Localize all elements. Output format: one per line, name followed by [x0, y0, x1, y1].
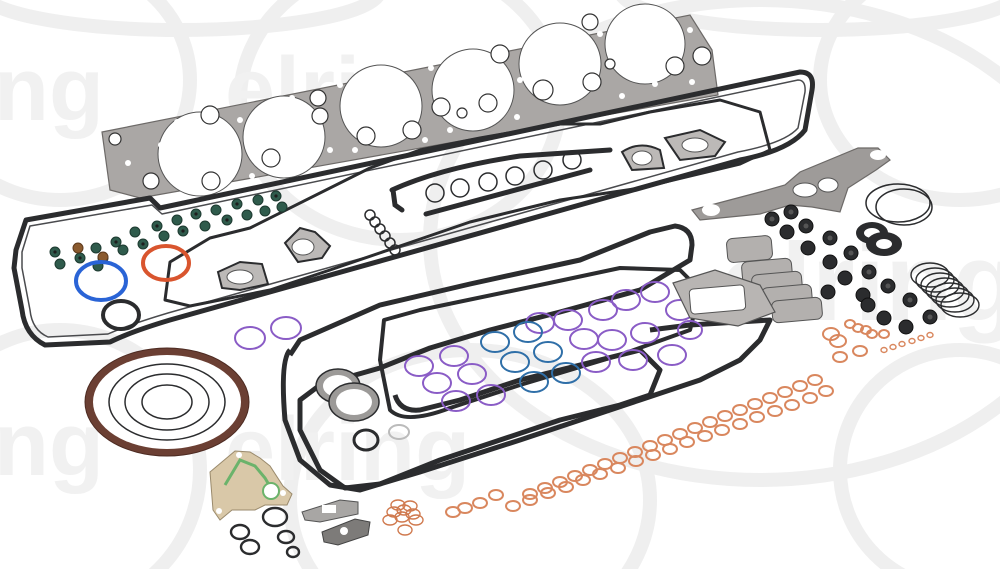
turbo-gasket [672, 269, 776, 327]
rubber-rails [389, 147, 613, 217]
turbo-oil-gaskets [301, 499, 371, 546]
injector-o-rings-blue [480, 321, 581, 393]
sump-window-gasket [378, 266, 702, 420]
small-black-o-rings [229, 506, 301, 559]
copper-washers [445, 319, 890, 518]
exhaust-manifold-gaskets [726, 235, 823, 324]
valve-stem-seals [49, 190, 288, 272]
cylinder-head-gasket [101, 3, 719, 199]
valve-cover-gasket [11, 69, 815, 348]
o-ring-stack-right [910, 262, 980, 318]
crankshaft-seal [84, 347, 250, 457]
rubber-grommets [764, 204, 938, 335]
rubber-grommet-holes [769, 209, 933, 320]
blue-o-ring [74, 260, 128, 302]
red-o-ring [141, 244, 191, 282]
shaft-seals-black [856, 222, 902, 256]
oil-pan-gasket [287, 223, 695, 491]
cover-o-rings [364, 150, 582, 256]
large-o-rings-right [865, 183, 933, 226]
purple-o-rings-left [234, 316, 302, 350]
oil-filter-housing-gasket [209, 450, 293, 521]
inner-cover-gasket [163, 98, 772, 308]
exhaust-manifold-gasket-bracket [690, 147, 891, 221]
metal-ring-seals [315, 368, 410, 452]
black-o-ring [101, 299, 141, 331]
oil-pan-gasket-outer [280, 317, 773, 493]
watermark-text: ng [0, 40, 104, 140]
copper-washers-small [880, 331, 934, 354]
copper-washer-pile [382, 499, 424, 536]
gasket-window-cutouts [226, 137, 709, 285]
